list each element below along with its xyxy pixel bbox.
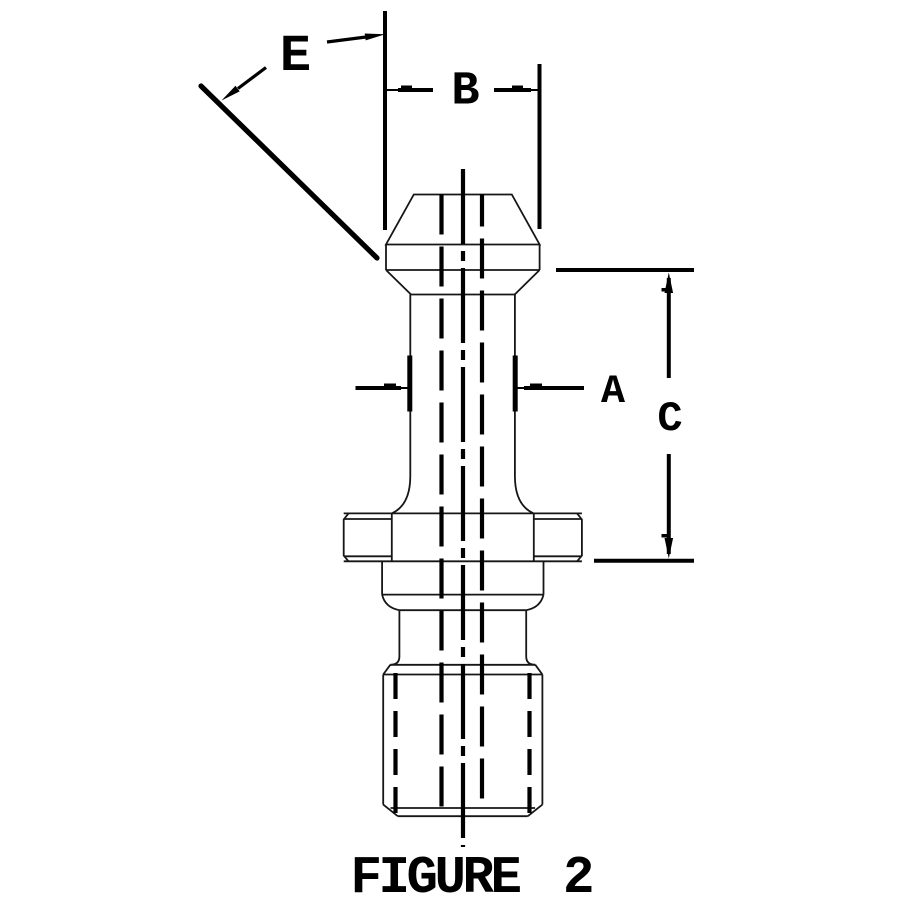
svg-text:C: C [657, 395, 682, 443]
svg-text:A: A [601, 370, 625, 415]
svg-text:E: E [280, 27, 311, 86]
svg-text:B: B [451, 66, 479, 119]
svg-text:FIGURE: FIGURE [351, 848, 521, 900]
svg-text:2: 2 [563, 848, 595, 900]
